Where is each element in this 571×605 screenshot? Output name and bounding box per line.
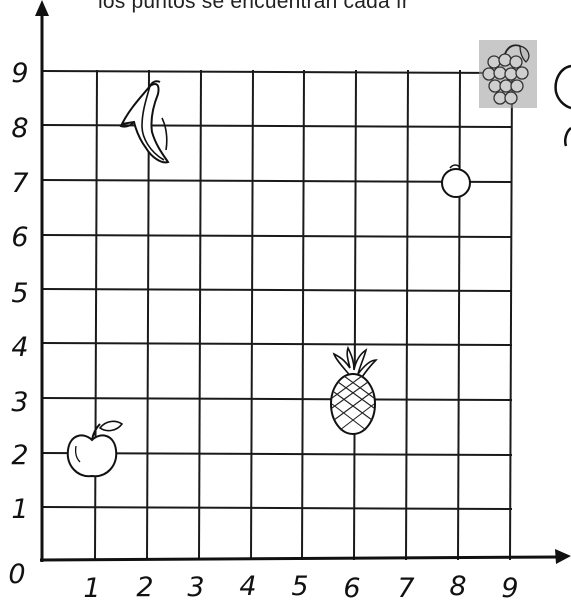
x-label-4: 4 xyxy=(239,571,256,602)
x-label-2: 2 xyxy=(136,572,153,603)
banana-icon xyxy=(120,81,168,162)
x-label-8: 8 xyxy=(449,571,466,602)
grid-vline-3 xyxy=(199,70,201,560)
grid-hline-8 xyxy=(42,125,512,127)
grid-vline-1 xyxy=(95,70,97,560)
x-label-7: 7 xyxy=(397,573,414,604)
grapes-icon xyxy=(479,40,537,108)
y-label-5: 5 xyxy=(11,278,28,309)
grid-hline-1 xyxy=(42,507,512,509)
y-label-8: 8 xyxy=(11,113,28,144)
grid-hline-6 xyxy=(42,235,512,237)
y-axis-arrow-icon xyxy=(35,0,49,16)
x-label-3: 3 xyxy=(187,572,204,603)
y-label-9: 9 xyxy=(11,58,28,89)
x-axis-arrow-icon xyxy=(555,549,571,564)
pineapple-icon xyxy=(331,348,376,434)
x-label-9: 9 xyxy=(501,573,518,604)
grid-hline-4 xyxy=(42,343,512,345)
x-label-6: 6 xyxy=(343,573,360,604)
tick-labels: 1 2 3 4 5 6 7 8 9 0 1 2 3 4 5 6 7 8 9 xyxy=(8,58,518,604)
grid-vline-6 xyxy=(354,70,356,560)
y-label-1: 1 xyxy=(11,494,28,525)
grid-hline-5 xyxy=(42,289,512,291)
y-label-7: 7 xyxy=(11,168,28,199)
grid-vline-5 xyxy=(302,70,304,560)
y-label-3: 3 xyxy=(11,387,28,418)
x-label-1: 1 xyxy=(83,573,100,604)
orange-icon xyxy=(442,165,470,197)
grid-vline-4 xyxy=(251,70,253,560)
y-label-6: 6 xyxy=(11,222,28,253)
grid-vline-9 xyxy=(510,70,512,560)
grid-hline-3 xyxy=(42,398,512,400)
y-label-2: 2 xyxy=(11,440,28,471)
grid-hline-9 xyxy=(42,71,512,73)
margin-marks xyxy=(556,66,571,146)
y-label-4: 4 xyxy=(11,332,28,363)
x-axis xyxy=(40,557,560,560)
origin-label: 0 xyxy=(8,559,25,590)
grid-lines xyxy=(42,70,512,560)
apple-icon xyxy=(68,421,122,476)
grid-vline-8 xyxy=(458,70,460,560)
grid-vline-7 xyxy=(406,70,408,560)
x-label-5: 5 xyxy=(291,571,308,602)
